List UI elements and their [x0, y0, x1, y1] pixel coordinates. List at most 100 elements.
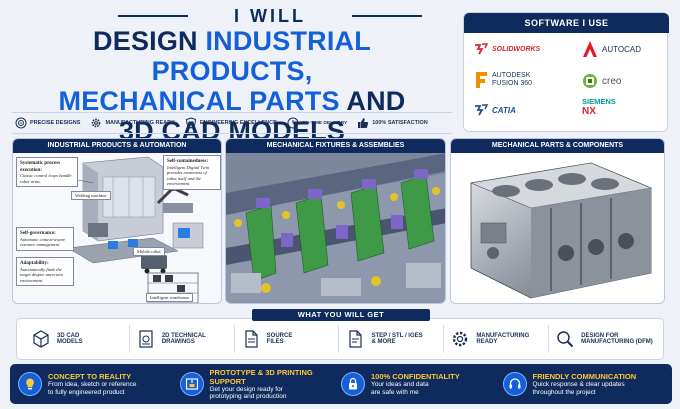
- headline-line1-plain: DESIGN: [93, 26, 206, 56]
- benefit-icon-circle: [341, 372, 365, 396]
- deliverable-label-line1: DESIGN FOR: [581, 333, 619, 339]
- note-title: Self-governance:: [20, 231, 56, 236]
- lock-icon: [349, 377, 357, 390]
- deliverable-label-line2: FILES: [266, 339, 284, 345]
- note-self-containedness: Self-containedness: Intelligent Digital …: [163, 155, 221, 190]
- software-box: SOFTWARE I USE SOLIDWORKS AUTOCAD AUTODE…: [463, 12, 669, 132]
- benefit-text-line1: Quick response & clear updates: [532, 381, 625, 388]
- software-label: SOLIDWORKS: [492, 45, 541, 53]
- autocad-logo-icon: [583, 41, 597, 57]
- benefit-icon-circle: [179, 372, 204, 396]
- benefit-text-line2: throughout the project: [532, 388, 596, 396]
- software-solidworks: SOLIDWORKS: [474, 43, 540, 55]
- note-process-execution: Systematic process execution: Classic co…: [16, 157, 78, 187]
- target-icon: [15, 117, 27, 129]
- headset-icon: [509, 378, 520, 389]
- benefit-text-line1: Your ideas and data: [371, 381, 429, 388]
- note-adaptability: Adaptability: Automatically finds the ta…: [16, 257, 74, 286]
- feature-strip: PRECISE DESIGNS MANUFACTURING READY ENGI…: [12, 112, 452, 134]
- note-body: Intelligent Digital Twin provides awaren…: [167, 164, 210, 187]
- software-siemens-nx: SIEMENS NX: [582, 97, 616, 117]
- panel-parts: MECHANICAL PARTS & COMPONENTS: [450, 138, 665, 304]
- 3d-printer-icon: [185, 378, 198, 390]
- note-body: Classic control loops handle robot arms.: [20, 173, 72, 184]
- deliverable-label-line1: 2D TECHNICAL: [161, 333, 206, 339]
- benefit-icon-circle: [502, 372, 527, 396]
- shield-icon: [185, 117, 196, 129]
- headline-line2-plain: AND: [339, 86, 406, 116]
- deliverable-label-line1: STEP / STL / IGES: [371, 333, 423, 339]
- creo-logo-icon: [583, 74, 597, 88]
- deliverables-title: WHAT YOU WILL GET: [252, 309, 430, 321]
- feature-label: 100% SATISFACTION: [372, 120, 428, 126]
- benefit-text-line2: prototyping and production: [209, 393, 287, 400]
- software-label-line2: NX: [582, 106, 596, 117]
- panel-title: MECHANICAL FIXTURES & ASSEMBLIES: [226, 139, 445, 153]
- software-label: AUTOCAD: [602, 44, 641, 54]
- headline-line1-highlight: INDUSTRIAL PRODUCTS,: [151, 26, 371, 86]
- note-title: Self-containedness:: [167, 159, 209, 164]
- catia-logo-icon: [475, 104, 488, 116]
- benefit-communication: FRIENDLY COMMUNICATION Quick response & …: [502, 369, 665, 399]
- software-label-line2: FUSION 360: [492, 80, 533, 87]
- deliverable-label-line2: READY: [476, 339, 498, 345]
- gear-icon: [453, 331, 468, 347]
- feature-delivery: ON-TIME DELIVERY: [284, 117, 350, 129]
- deliverable-file-formats: STEP / STL / IGES& MORE: [338, 325, 443, 353]
- lightbulb-icon: [26, 378, 34, 390]
- deliverable-label-line2: & MORE: [371, 339, 396, 345]
- panel-fixtures: MECHANICAL FIXTURES & ASSEMBLIES: [225, 138, 446, 304]
- feature-label: PRECISE DESIGNS: [30, 120, 81, 126]
- benefit-icon-circle: [18, 372, 42, 396]
- benefit-title: CONCEPT TO REALITY: [48, 372, 132, 381]
- software-label-line1: SIEMENS: [582, 97, 616, 106]
- benefit-text-line1: From idea, sketch or reference: [48, 381, 137, 388]
- benefit-concept: CONCEPT TO REALITY From idea, sketch or …: [18, 369, 180, 399]
- headline: DESIGN INDUSTRIAL PRODUCTS, MECHANICAL P…: [12, 26, 452, 146]
- feature-precise: PRECISE DESIGNS: [12, 117, 83, 129]
- deliverable-label-line2: MODELS: [57, 339, 83, 345]
- eyebrow-title: I WILL: [234, 6, 306, 26]
- note-title: Adaptability:: [20, 261, 49, 266]
- thumbs-up-icon: [358, 118, 369, 128]
- software-label: creo: [602, 75, 622, 87]
- software-label: CATIA: [492, 105, 516, 115]
- eyebrow-line-left: [118, 15, 188, 17]
- software-label-line1: AUTODESK: [492, 72, 531, 79]
- software-catia: CATIA: [474, 104, 516, 116]
- benefit-confidentiality: 100% CONFIDENTIALITY Your ideas and data…: [341, 369, 503, 399]
- software-autocad: AUTOCAD: [582, 40, 641, 58]
- feature-label: ON-TIME DELIVERY: [301, 120, 348, 126]
- deliverable-label-line1: SOURCE: [266, 333, 293, 339]
- file-formats-icon: [349, 330, 363, 348]
- feature-engineering: ENGINEERING EXCELLENCE: [182, 117, 280, 129]
- deliverable-label-line1: MANUFACTURING: [476, 333, 530, 339]
- headline-line2-highlight: MECHANICAL PARTS: [58, 86, 340, 116]
- benefit-text-line1: Get your design ready for: [209, 385, 283, 393]
- drawing-icon: [139, 330, 153, 348]
- software-fusion360: AUTODESK FUSION 360: [474, 71, 532, 89]
- software-creo: creo: [582, 73, 621, 89]
- callout-intelligent-warehouse: Intelligent warehouse: [146, 293, 193, 302]
- cube-icon: [33, 330, 49, 348]
- deliverable-label-line2: MANUFACTURING (DFM): [581, 339, 653, 345]
- panel-title: MECHANICAL PARTS & COMPONENTS: [451, 139, 664, 153]
- feature-manufacturing: MANUFACTURING READY: [87, 117, 177, 129]
- file-icon: [245, 330, 258, 348]
- benefit-text-line2: to fully engineered product: [48, 388, 125, 396]
- feature-satisfaction: 100% SATISFACTION: [354, 117, 431, 129]
- callout-mobile-robot: Mobile robot: [133, 247, 165, 256]
- clock-icon: [287, 117, 299, 129]
- solidworks-logo-icon: [475, 43, 488, 55]
- benefit-title: FRIENDLY COMMUNICATION: [532, 372, 637, 381]
- engine-block-illustration: [451, 153, 664, 303]
- fixture-assembly-illustration: [226, 153, 445, 303]
- eyebrow-line-right: [352, 15, 422, 17]
- benefits-bar: CONCEPT TO REALITY From idea, sketch or …: [10, 364, 672, 404]
- gear-icon: [92, 118, 101, 128]
- benefit-title: 100% CONFIDENTIALITY: [371, 372, 460, 381]
